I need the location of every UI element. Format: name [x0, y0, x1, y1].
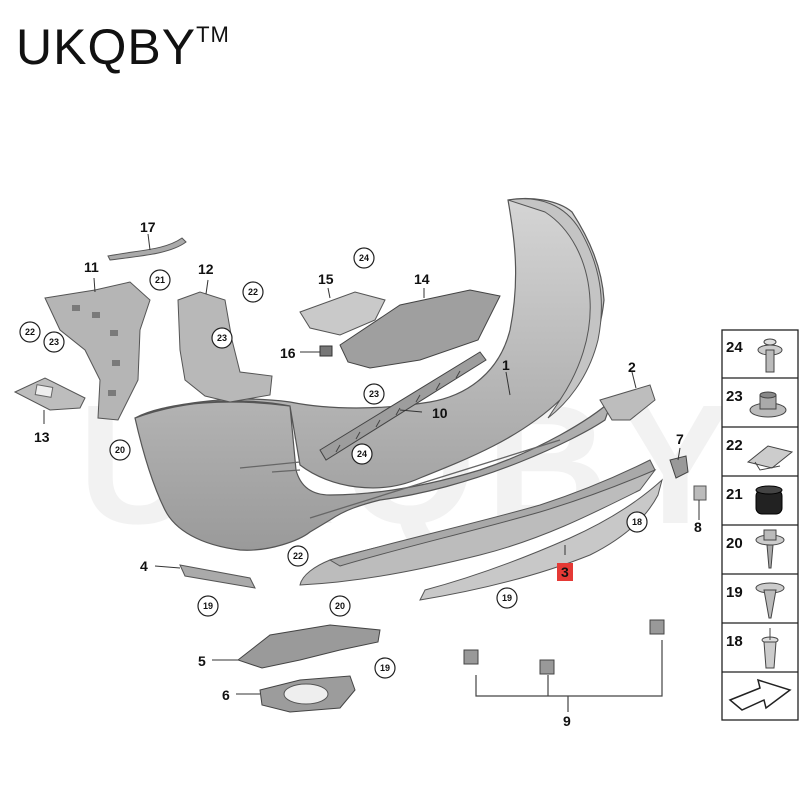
- part-14-undertray: [339, 289, 501, 369]
- part-5-bracket: [236, 624, 381, 669]
- highlight-box: [557, 563, 573, 581]
- part-7-bracket: [669, 455, 689, 479]
- circle-text-24-b: 24: [357, 449, 367, 459]
- strip-teeth: [335, 370, 461, 453]
- part-9-clip-right: [649, 619, 665, 635]
- label-6: 6: [222, 687, 230, 703]
- brand-name: UKQBY: [16, 19, 197, 75]
- flange-nut-icon: [749, 391, 787, 418]
- bumper-right-wing: [507, 198, 602, 419]
- part-15-cover: [299, 291, 386, 336]
- circle-24-b: [351, 443, 373, 465]
- circle-20-a: [109, 439, 131, 461]
- circle-20-b: [329, 595, 351, 617]
- reflector-window: [34, 384, 54, 398]
- bumper-cutout-lines: [239, 439, 561, 519]
- circled-labels: [19, 247, 648, 679]
- push-rivet-icon: [757, 338, 783, 373]
- brand-tm: TM: [196, 22, 230, 47]
- expansion-rivet-icon: [761, 628, 779, 669]
- circle-19-b: [496, 587, 518, 609]
- label-11: 11: [84, 259, 99, 275]
- bumper-cover-part: [134, 197, 613, 551]
- bracket-11-holes: [72, 305, 120, 396]
- circle-18: [626, 511, 648, 533]
- leader-lines: [43, 233, 700, 695]
- circled-label-text: 18 19 19 19 20 20 21 22 22 22 23 23 23 2…: [25, 253, 642, 673]
- circle-text-19-b: 19: [502, 593, 512, 603]
- circle-text-23-b: 23: [217, 333, 227, 343]
- legend-num-21: 21: [726, 486, 743, 503]
- circle-text-23-c: 23: [369, 389, 379, 399]
- part-10-strip: [319, 351, 487, 461]
- part-9-clip-mid: [539, 659, 555, 675]
- arrow-icon: [728, 678, 792, 711]
- circle-text-22-c: 22: [293, 551, 303, 561]
- circle-text-20-a: 20: [115, 445, 125, 455]
- part-9-clip-left: [463, 649, 479, 665]
- circle-19-c: [374, 657, 396, 679]
- legend-num-18: 18: [726, 633, 743, 650]
- circle-text-22-a: 22: [25, 327, 35, 337]
- label-16: 16: [280, 345, 296, 361]
- part-labels: 1 2 3 4 5 6 7 8 9 10 11 12 13 14 15 16 1…: [34, 219, 702, 729]
- circle-21: [149, 269, 171, 291]
- legend-num-23: 23: [726, 388, 743, 405]
- circle-22-b: [242, 281, 264, 303]
- legend-num-24: 24: [726, 339, 743, 356]
- circle-19-a: [197, 595, 219, 617]
- label-9: 9: [563, 713, 571, 729]
- circle-23-c: [363, 383, 385, 405]
- part-8-clip: [693, 485, 707, 501]
- spring-clip-icon: [746, 445, 794, 471]
- brand-logo: UKQBYTM: [16, 22, 230, 72]
- label-7: 7: [676, 431, 684, 447]
- washer-screw-icon: [755, 529, 785, 569]
- label-3-highlighted: 3: [561, 564, 569, 580]
- label-8: 8: [694, 519, 702, 535]
- circle-23-b: [211, 327, 233, 349]
- rubber-buffer-icon: [755, 485, 783, 515]
- diffuser-trim: [328, 459, 656, 567]
- legend-num-22: 22: [726, 437, 743, 454]
- label-2: 2: [628, 359, 636, 375]
- part-17-trim: [107, 237, 187, 261]
- circle-22-a: [19, 321, 41, 343]
- part-9-bracket-line: [475, 640, 663, 712]
- part-2-bracket: [599, 384, 656, 421]
- circle-23-a: [43, 331, 65, 353]
- label-14: 14: [414, 271, 430, 287]
- part-4-strip: [179, 564, 256, 589]
- exhaust-opening: [283, 683, 329, 705]
- label-4: 4: [140, 558, 148, 574]
- label-10: 10: [432, 405, 448, 421]
- legend-num-19: 19: [726, 584, 743, 601]
- circle-24-a: [353, 247, 375, 269]
- part-16-clip: [319, 345, 333, 357]
- label-12: 12: [198, 261, 214, 277]
- label-5: 5: [198, 653, 206, 669]
- diffuser-extension: [419, 478, 663, 601]
- circle-22-c: [287, 545, 309, 567]
- circle-text-19-a: 19: [203, 601, 213, 611]
- legend-num-20: 20: [726, 535, 743, 552]
- label-13: 13: [34, 429, 50, 445]
- label-15: 15: [318, 271, 334, 287]
- circle-text-24-a: 24: [359, 253, 369, 263]
- circle-text-18: 18: [632, 517, 642, 527]
- label-1: 1: [502, 357, 510, 373]
- circle-text-19-c: 19: [380, 663, 390, 673]
- label-17: 17: [140, 219, 156, 235]
- circle-text-21: 21: [155, 275, 165, 285]
- fastener-legend: 24 23 22 21 20 19 18: [721, 329, 799, 721]
- circle-text-23-a: 23: [49, 337, 59, 347]
- circle-text-20-b: 20: [335, 601, 345, 611]
- circle-text-22-b: 22: [248, 287, 258, 297]
- self-tapping-screw-icon: [755, 582, 785, 619]
- part-11-bracket: [44, 281, 151, 421]
